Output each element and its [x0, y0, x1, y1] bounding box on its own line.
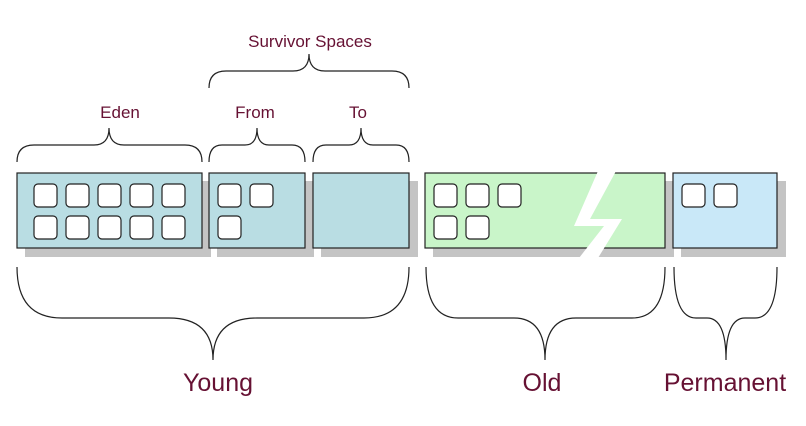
from-object — [249, 183, 274, 208]
permanent-label: Permanent — [663, 369, 787, 397]
eden-object — [33, 183, 58, 208]
to-label: To — [349, 103, 367, 122]
old-break-marker — [574, 171, 622, 258]
from-object — [217, 183, 242, 208]
eden-objects — [33, 183, 186, 240]
from-objects — [217, 183, 274, 240]
permanent-objects — [681, 183, 738, 208]
old-object — [465, 215, 490, 240]
eden-object — [65, 183, 90, 208]
young-label: Young — [183, 369, 253, 397]
old-object — [465, 183, 490, 208]
from-object — [217, 215, 242, 240]
survivor-spaces-label: Survivor Spaces — [248, 32, 372, 51]
eden-object — [161, 183, 186, 208]
eden-object — [97, 183, 122, 208]
survivor-spaces-brace — [208, 53, 410, 89]
eden-brace — [16, 127, 203, 163]
young-brace — [16, 266, 410, 361]
from-label: From — [235, 103, 275, 122]
eden-object — [129, 215, 154, 240]
old-object — [433, 215, 458, 240]
eden-object — [33, 215, 58, 240]
from-brace — [208, 127, 306, 163]
permanent-brace — [673, 266, 778, 361]
old-object — [433, 183, 458, 208]
eden-object — [129, 183, 154, 208]
eden-label: Eden — [100, 103, 140, 122]
old-objects — [433, 183, 522, 240]
permanent-object — [681, 183, 706, 208]
old-brace — [425, 266, 666, 361]
eden-object — [161, 215, 186, 240]
permanent-object — [713, 183, 738, 208]
old-object — [497, 183, 522, 208]
old-region — [424, 172, 666, 249]
old-label: Old — [522, 369, 562, 397]
to-region — [312, 172, 410, 249]
eden-object — [65, 215, 90, 240]
eden-object — [97, 215, 122, 240]
to-brace — [312, 127, 410, 163]
